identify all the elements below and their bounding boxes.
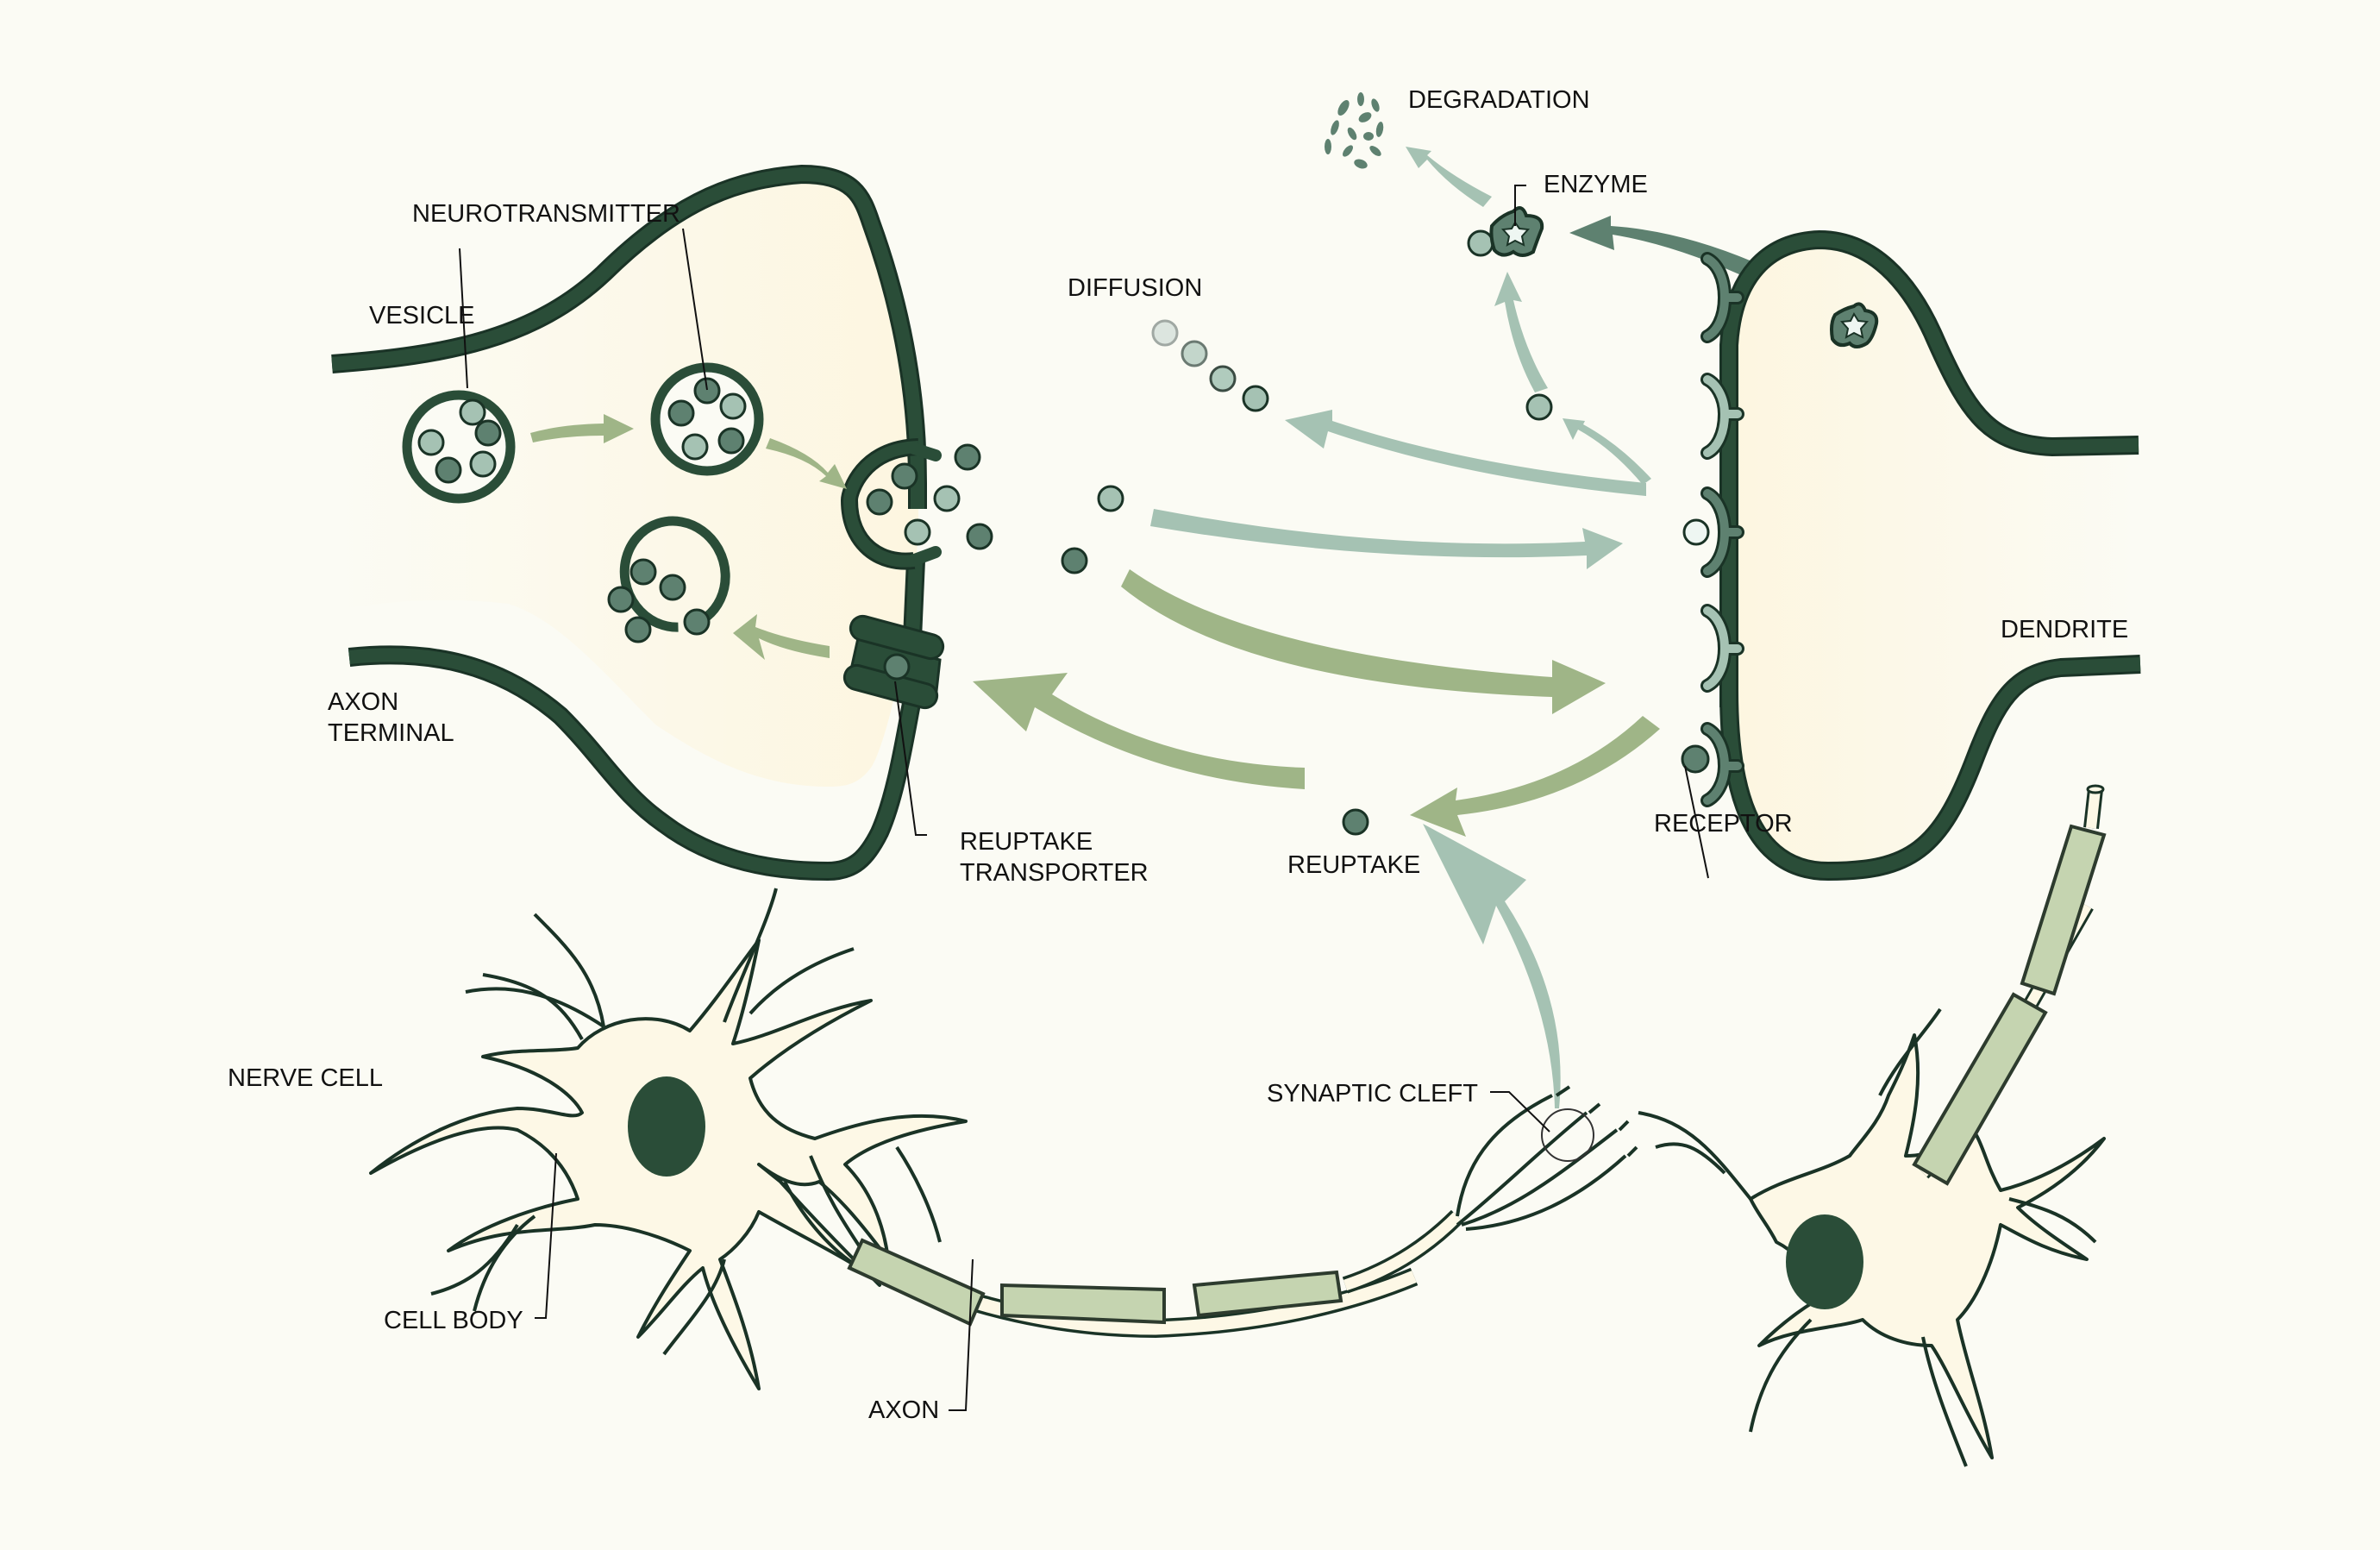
transported-neurotransmitter xyxy=(883,653,911,681)
arrow-vesicle-transport xyxy=(530,414,634,443)
arrow-to-receptor xyxy=(1121,569,1606,714)
arrow-to-degradation xyxy=(1406,147,1492,207)
label-dendrite: DENDRITE xyxy=(2001,616,2129,643)
label-axon-terminal: AXON TERMINAL xyxy=(328,687,454,749)
dendrite xyxy=(1681,229,2141,882)
dendrite-cytoplasm xyxy=(1729,244,2139,867)
nucleus-2 xyxy=(1786,1214,1863,1309)
receptor-3 xyxy=(1682,486,1744,578)
arrow-receptor-to-reuptake xyxy=(1410,716,1660,837)
arrow-synaptic-cleft-zoom xyxy=(1423,824,1561,1108)
label-degradation: DEGRADATION xyxy=(1408,86,1590,114)
receptor-1 xyxy=(1700,252,1744,343)
axon-terminal-branches xyxy=(1456,1085,1638,1231)
axon-myelin xyxy=(847,1209,1464,1339)
receptor-5 xyxy=(1681,722,1744,807)
label-reuptake-transporter: REUPTAKE TRANSPORTER xyxy=(960,826,1149,888)
receptor-4 xyxy=(1700,604,1744,693)
arrow-reuptake-to-transporter xyxy=(973,673,1305,789)
arrow-to-enzyme xyxy=(1494,272,1548,392)
arrow-to-release xyxy=(766,438,847,489)
vesicle-2 xyxy=(650,362,764,476)
label-enzyme: ENZYME xyxy=(1544,171,1648,198)
diffusing-neurotransmitters xyxy=(1151,319,1553,421)
label-neurotransmitter: NEUROTRANSMITTER xyxy=(412,200,680,228)
reuptake-transporter xyxy=(842,614,945,710)
label-cell-body: CELL BODY xyxy=(384,1307,523,1334)
receptor-2 xyxy=(1700,373,1744,460)
arrow-recycle xyxy=(733,614,830,660)
label-synaptic-cleft: SYNAPTIC CLEFT xyxy=(1267,1080,1478,1108)
cell-body-2 xyxy=(1749,1033,2106,1459)
myelin-sheath-3 xyxy=(1192,1270,1343,1318)
enzyme xyxy=(1467,206,1544,257)
arrow-to-receptor-teal xyxy=(1150,509,1623,569)
arrow-diffusion xyxy=(1285,410,1646,496)
myelin-sheath-4 xyxy=(1912,992,2048,1186)
vesicle-1 xyxy=(402,390,516,504)
degradation-fragments xyxy=(1325,92,1384,169)
arrow-to-degradation-path xyxy=(1563,418,1651,485)
label-axon-terminal-line2: TERMINAL xyxy=(328,719,454,747)
leader-lines xyxy=(459,185,1709,1411)
label-reuptake-transporter-line1: REUPTAKE xyxy=(960,828,1093,856)
axon-2 xyxy=(1912,784,2107,1186)
recycled-vesicle xyxy=(607,516,730,643)
synaptic-cleft-marker xyxy=(1541,1108,1594,1162)
label-reuptake: REUPTAKE xyxy=(1287,851,1421,879)
flow-arrows xyxy=(530,147,1835,1108)
reuptake-neurotransmitter xyxy=(1342,808,1369,836)
released-neurotransmitters xyxy=(866,443,1124,574)
label-diffusion: DIFFUSION xyxy=(1068,274,1203,302)
nucleus-1 xyxy=(628,1076,705,1177)
axon-1 xyxy=(809,1155,864,1252)
myelin-sheath-2 xyxy=(1000,1283,1166,1325)
label-axon: AXON xyxy=(868,1396,940,1424)
label-axon-terminal-line1: AXON xyxy=(328,688,399,716)
nerve-cell-2 xyxy=(1638,1007,2106,1467)
label-reuptake-transporter-line2: TRANSPORTER xyxy=(960,859,1149,887)
myelin-sheath-1 xyxy=(847,1238,986,1327)
enzyme-in-dendrite xyxy=(1830,302,1879,348)
axon-terminal xyxy=(331,164,945,882)
label-vesicle: VESICLE xyxy=(369,302,475,329)
label-nerve-cell: NERVE CELL xyxy=(228,1064,383,1092)
label-receptor: RECEPTOR xyxy=(1654,810,1793,838)
myelin-sheath-5 xyxy=(2020,824,2107,996)
